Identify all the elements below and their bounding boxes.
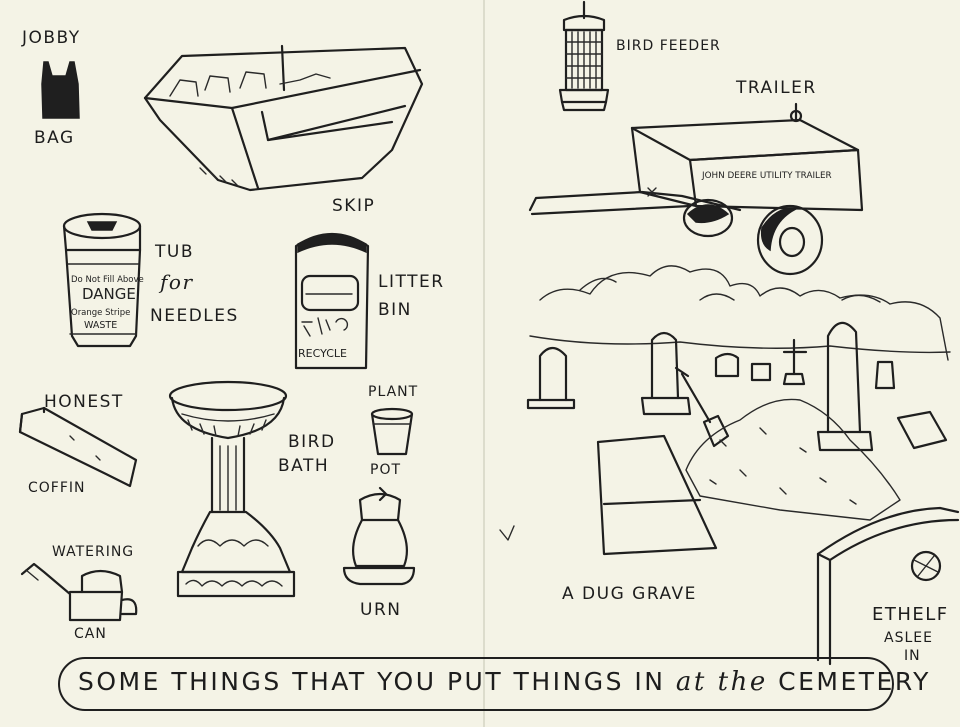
coffin-drawing bbox=[18, 406, 138, 488]
label-ethelf: ETHELF bbox=[872, 604, 949, 625]
urn-drawing bbox=[342, 486, 416, 586]
label-can: CAN bbox=[74, 626, 107, 642]
trailer-drawing: JOHN DEERE UTILITY TRAILER bbox=[528, 102, 864, 276]
label-litter: LITTER bbox=[378, 272, 445, 292]
plant-pot-drawing bbox=[370, 407, 414, 456]
label-pot: POT bbox=[370, 462, 402, 478]
label-for: for bbox=[160, 270, 194, 294]
skip-drawing bbox=[143, 44, 424, 192]
cemetery-scene-drawing bbox=[499, 265, 960, 666]
tub-warning-line-3: Orange Stripe bbox=[71, 308, 130, 318]
caption-frame bbox=[58, 657, 894, 711]
caption-text: SOME THINGS THAT YOU PUT THINGS IN at th… bbox=[78, 667, 931, 697]
label-aslee: ASLEE bbox=[884, 630, 933, 646]
label-bin: BIN bbox=[378, 300, 412, 320]
label-coffin: COFFIN bbox=[28, 480, 86, 496]
tub-warning-line-4: WASTE bbox=[84, 320, 117, 331]
label-bag: BAG bbox=[34, 128, 75, 148]
caption-script: at the bbox=[675, 667, 768, 697]
label-tub: TUB bbox=[155, 242, 194, 262]
label-watering: WATERING bbox=[52, 544, 135, 560]
label-bird: BIRD bbox=[288, 432, 336, 452]
label-dug-grave: A DUG GRAVE bbox=[562, 584, 697, 604]
label-jobby: JOBBY bbox=[22, 28, 81, 48]
bin-recycle-text: RECYCLE bbox=[298, 347, 347, 360]
caption-end: CEMETERY bbox=[767, 667, 931, 696]
label-trailer: TRAILER bbox=[736, 78, 817, 98]
label-plant: PLANT bbox=[368, 384, 419, 400]
label-honest: HONEST bbox=[44, 392, 124, 412]
bird-feeder-drawing bbox=[558, 0, 610, 112]
tub-warning-line-1: Do Not Fill Above bbox=[71, 275, 144, 285]
needle-tub-drawing: Do Not Fill Above DANGE Orange Stripe WA… bbox=[62, 212, 144, 348]
caption-main: SOME THINGS THAT YOU PUT THINGS IN bbox=[78, 667, 676, 696]
bird-bath-drawing bbox=[168, 380, 296, 598]
jobby-bag-drawing bbox=[41, 61, 80, 119]
watering-can-drawing bbox=[20, 562, 138, 622]
label-skip: SKIP bbox=[332, 196, 376, 216]
label-needles: NEEDLES bbox=[150, 306, 239, 326]
trailer-brand-text: JOHN DEERE UTILITY TRAILER bbox=[701, 171, 832, 181]
label-in: IN bbox=[904, 648, 921, 664]
litter-bin-drawing: RECYCLE bbox=[294, 232, 370, 370]
label-bath: BATH bbox=[278, 456, 330, 476]
tub-warning-line-2: DANGE bbox=[82, 285, 136, 303]
label-urn: URN bbox=[360, 600, 402, 620]
label-bird-feeder: BIRD FEEDER bbox=[616, 38, 721, 54]
